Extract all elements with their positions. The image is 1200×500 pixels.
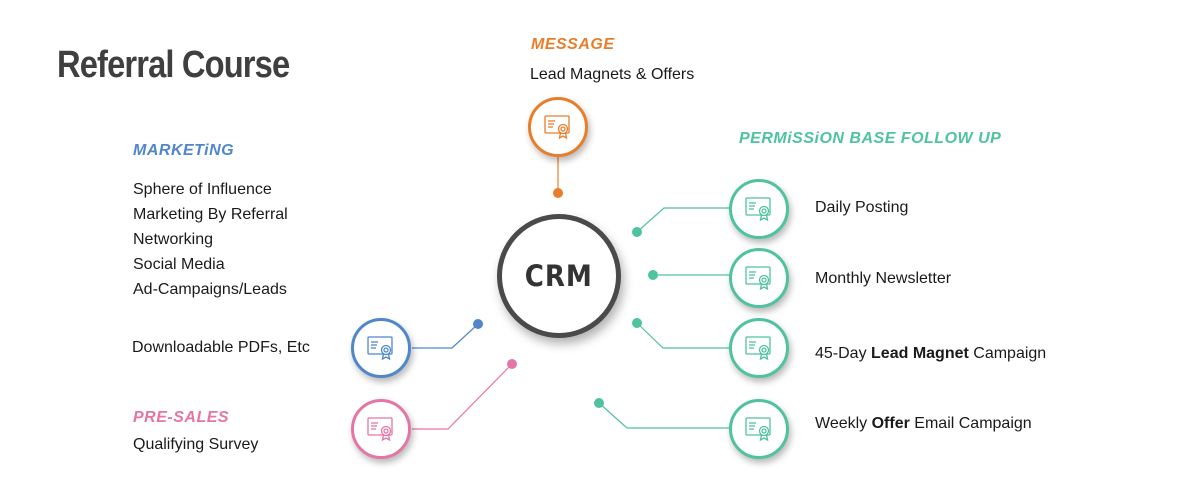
lead-magnet-node — [729, 318, 789, 378]
presales-node — [351, 399, 411, 459]
connector-daily-posting — [636, 207, 730, 233]
followup-item-weekly-offer: Weekly Offer Email Campaign — [815, 415, 1032, 432]
certificate-icon — [367, 417, 393, 442]
message-heading: MESSAGE — [531, 36, 615, 53]
downloadable-node — [351, 318, 411, 378]
page-title: Referral Course — [57, 44, 290, 86]
certificate-icon — [367, 336, 393, 361]
followup-item-daily-posting: Daily Posting — [815, 199, 909, 216]
followup-heading: PERMiSSiON BASE FOLLOW UP — [739, 130, 1002, 147]
message-node — [528, 97, 588, 157]
presales-dot — [507, 359, 517, 369]
monthly-newsletter-node — [729, 248, 789, 308]
connector-lead-magnet — [636, 322, 730, 349]
certificate-icon — [745, 266, 771, 291]
followup-item-monthly-newsletter: Monthly Newsletter — [815, 270, 952, 287]
followup-dot-newsletter — [648, 270, 658, 280]
downloadable-text: Downloadable PDFs, Etc — [132, 339, 310, 356]
list-item: Ad-Campaigns/Leads — [133, 281, 287, 298]
presales-text: Qualifying Survey — [133, 436, 259, 453]
crm-label: CRM — [525, 259, 593, 293]
followup-item-lead-magnet: 45-Day Lead Magnet Campaign — [815, 345, 1047, 362]
certificate-icon — [544, 115, 570, 140]
certificate-icon — [745, 197, 771, 222]
message-dot — [553, 188, 563, 198]
certificate-icon — [745, 417, 771, 442]
crm-hub: CRM — [497, 214, 621, 338]
daily-posting-node — [729, 179, 789, 239]
connector-downloadable — [412, 323, 479, 349]
marketing-list: Sphere of Influence Marketing By Referra… — [133, 177, 288, 302]
connector-presales — [412, 363, 513, 430]
certificate-icon — [745, 336, 771, 361]
list-item: Sphere of Influence — [133, 181, 272, 198]
list-item: Marketing By Referral — [133, 206, 288, 223]
marketing-heading: MARKETiNG — [133, 142, 235, 159]
presales-heading: PRE-SALES — [133, 409, 230, 426]
message-text: Lead Magnets & Offers — [530, 66, 695, 83]
followup-dot-weekly-offer — [594, 398, 604, 408]
downloadable-dot — [473, 319, 483, 329]
followup-dot-lead-magnet — [632, 318, 642, 328]
list-item: Networking — [133, 231, 214, 248]
list-item: Social Media — [133, 256, 225, 273]
weekly-offer-node — [729, 399, 789, 459]
connector-weekly-offer — [598, 402, 730, 429]
followup-dot-daily — [632, 227, 642, 237]
